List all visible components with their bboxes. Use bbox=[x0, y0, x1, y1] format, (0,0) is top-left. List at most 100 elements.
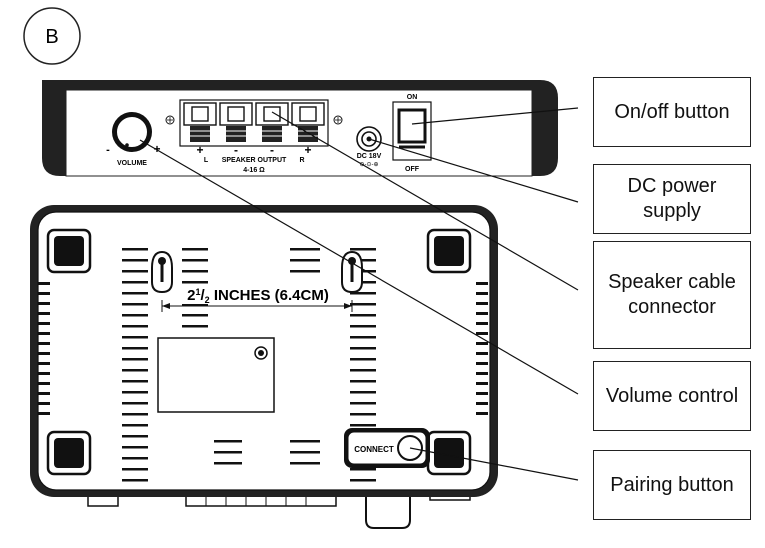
callout-dc-power-supply: DC power supply bbox=[593, 164, 751, 234]
vent-slot bbox=[122, 347, 148, 350]
vent-slot bbox=[350, 314, 376, 317]
vent-slot bbox=[290, 451, 320, 454]
spacing-dimension-label: 21/2 INCHES (6.4CM) bbox=[187, 287, 329, 305]
side-vent-right bbox=[476, 302, 488, 305]
vent-slot bbox=[350, 336, 376, 339]
connect-button: CONNECT bbox=[344, 428, 430, 468]
vent-slot bbox=[122, 259, 148, 262]
leader-pairing bbox=[409, 447, 579, 481]
vent-slot bbox=[290, 270, 320, 273]
side-vent-right bbox=[476, 362, 488, 365]
side-vent-left bbox=[38, 312, 50, 315]
vent-slot bbox=[182, 281, 208, 284]
power-switch: ON OFF bbox=[392, 94, 432, 173]
leader-volume bbox=[139, 139, 579, 395]
side-vent-right bbox=[476, 332, 488, 335]
terminal-3 bbox=[255, 102, 289, 142]
impedance-label: 4-16 Ω bbox=[243, 167, 265, 174]
side-vent-right bbox=[476, 382, 488, 385]
vent-slot bbox=[350, 391, 376, 394]
side-vent-left bbox=[38, 362, 50, 365]
callout-pairing-button: Pairing button bbox=[593, 450, 751, 520]
vent-slot bbox=[214, 451, 242, 454]
vent-slot bbox=[182, 270, 208, 273]
vent-slot bbox=[122, 358, 148, 361]
left-channel-label: L bbox=[204, 157, 209, 164]
vent-slot bbox=[182, 314, 208, 317]
side-vent-right bbox=[476, 392, 488, 395]
panel-label: B bbox=[45, 26, 58, 48]
vent-slot bbox=[350, 468, 376, 471]
side-vent-right bbox=[476, 372, 488, 375]
side-vent-right bbox=[476, 402, 488, 405]
vent-slot bbox=[122, 479, 148, 482]
vent-slot bbox=[122, 402, 148, 405]
front-panel: - + VOLUME bbox=[42, 80, 558, 177]
dc-polarity-symbol: ⊖-⊙-⊕ bbox=[359, 162, 378, 168]
dc-label: DC 18V bbox=[357, 153, 382, 160]
vent-slot bbox=[122, 369, 148, 372]
terminal-4 bbox=[291, 102, 325, 142]
corner-foot-bottom-left bbox=[46, 430, 92, 476]
vent-slot bbox=[350, 479, 376, 482]
vent-slot bbox=[350, 380, 376, 383]
side-vent-left bbox=[38, 382, 50, 385]
side-vent-right bbox=[476, 342, 488, 345]
vent-slot bbox=[122, 446, 148, 449]
vent-slot bbox=[350, 347, 376, 350]
vent-slot bbox=[290, 259, 320, 262]
vent-slot bbox=[122, 468, 148, 471]
side-vent-left bbox=[38, 302, 50, 305]
vent-slot bbox=[350, 248, 376, 251]
switch-on-label: ON bbox=[407, 94, 418, 101]
bottom-panel: 21/2 INCHES (6.4CM) CONNECT bbox=[30, 205, 498, 529]
side-vent-left bbox=[38, 332, 50, 335]
side-vent-left bbox=[38, 372, 50, 375]
leader-dc-power bbox=[368, 138, 579, 203]
vent-slot bbox=[290, 248, 320, 251]
terminal-2-minus: - bbox=[234, 143, 238, 157]
vent-slot bbox=[350, 413, 376, 416]
vent-slot bbox=[182, 325, 208, 328]
leader-on-off bbox=[411, 107, 579, 125]
side-vent-right bbox=[476, 322, 488, 325]
leader-lines bbox=[139, 107, 579, 481]
vent-slot bbox=[122, 325, 148, 328]
volume-label: VOLUME bbox=[117, 160, 147, 167]
callout-volume-control: Volume control bbox=[593, 361, 751, 431]
keyhole-mount-right bbox=[341, 250, 363, 294]
vent-slot bbox=[350, 325, 376, 328]
terminal-1 bbox=[183, 102, 217, 142]
speaker-terminals: + - - + L R SPEAKER OUTPUT 4-16 Ω bbox=[179, 99, 329, 174]
vent-slot bbox=[182, 248, 208, 251]
vent-slot bbox=[122, 248, 148, 251]
vent-slot bbox=[214, 462, 242, 465]
vent-slot bbox=[350, 358, 376, 361]
vent-slot bbox=[122, 413, 148, 416]
label-plate bbox=[157, 337, 275, 413]
speaker-output-label: SPEAKER OUTPUT bbox=[222, 157, 287, 164]
spacing-dimension-arrow bbox=[161, 300, 353, 312]
side-vent-left bbox=[38, 412, 50, 415]
vent-slot bbox=[350, 281, 376, 284]
vent-slot bbox=[122, 435, 148, 438]
vent-slot bbox=[122, 336, 148, 339]
side-vent-right bbox=[476, 412, 488, 415]
vent-slot bbox=[122, 424, 148, 427]
side-vent-left bbox=[38, 352, 50, 355]
vent-slot bbox=[214, 440, 242, 443]
screw-left bbox=[165, 115, 175, 125]
vent-slot bbox=[122, 281, 148, 284]
leader-speaker-cable bbox=[271, 111, 579, 291]
keyhole-mount-left bbox=[151, 250, 173, 294]
connect-label: CONNECT bbox=[354, 445, 394, 454]
terminal-3-minus: - bbox=[270, 143, 274, 157]
side-vent-right bbox=[476, 282, 488, 285]
screw-right bbox=[333, 115, 343, 125]
side-vent-left bbox=[38, 402, 50, 405]
vent-slot bbox=[350, 369, 376, 372]
vent-slot bbox=[122, 303, 148, 306]
corner-foot-top-left bbox=[46, 228, 92, 274]
